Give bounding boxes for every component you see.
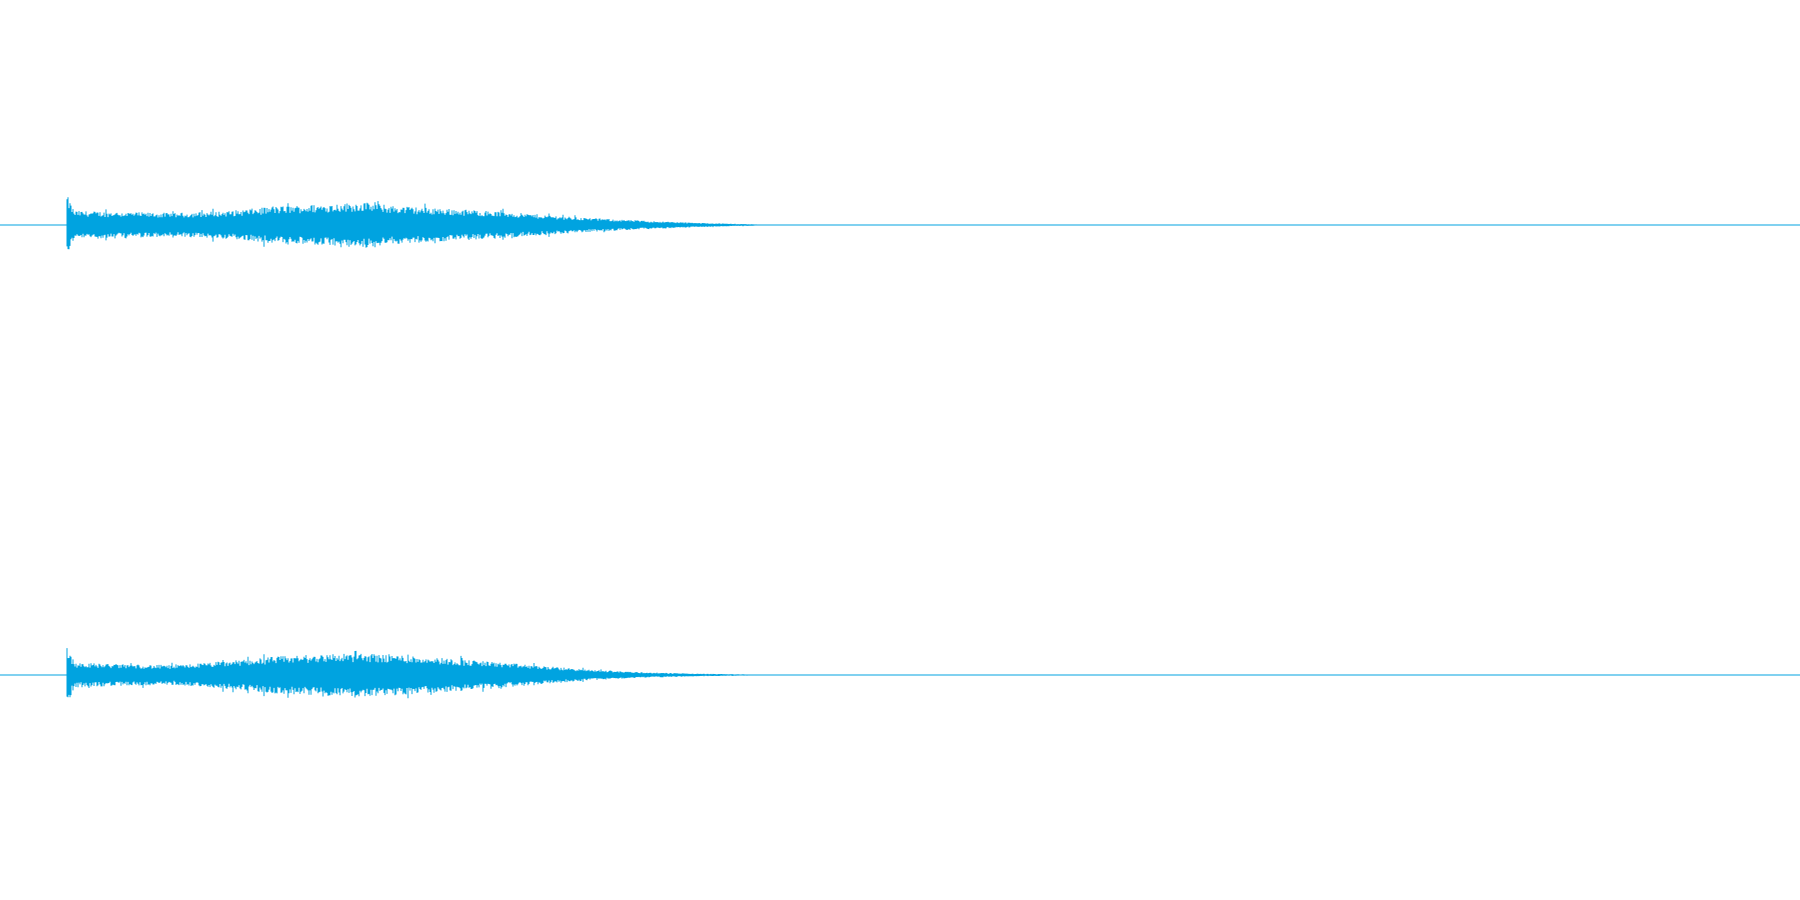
waveform-channels bbox=[0, 197, 1800, 699]
channel-2 bbox=[0, 648, 1800, 699]
channel-1 bbox=[0, 197, 1800, 250]
channel-waveform bbox=[66, 197, 770, 250]
channel-waveform bbox=[66, 648, 770, 699]
